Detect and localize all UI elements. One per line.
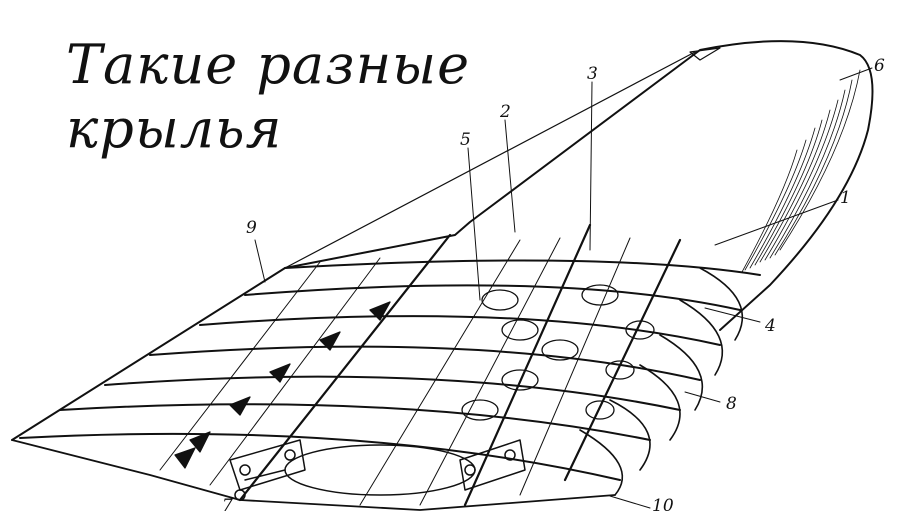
- trailing-edge: [11, 439, 616, 511]
- callout-leaders: [254, 67, 873, 509]
- callout-1: 1: [840, 188, 851, 208]
- callout-8: 8: [726, 394, 737, 414]
- wing-skin-outline: [11, 40, 874, 441]
- callout-4: 4: [765, 316, 776, 336]
- root-fittings: [229, 439, 526, 501]
- stringers: [159, 237, 631, 506]
- leading-edge-line: [284, 51, 696, 269]
- ribs: [19, 259, 761, 481]
- callout-3: 3: [587, 64, 598, 84]
- callout-9: 9: [246, 218, 257, 238]
- lightening-holes: [461, 284, 655, 421]
- callout-2: 2: [500, 102, 511, 122]
- nose-ribs: [579, 267, 744, 496]
- callout-7: 7: [222, 496, 233, 516]
- callout-5: 5: [460, 130, 471, 150]
- wing-tip-hatching: [741, 69, 861, 273]
- triangular-cutouts: [174, 301, 391, 469]
- callout-10: 10: [652, 496, 674, 516]
- aileron-line: [689, 47, 721, 61]
- callout-6: 6: [874, 56, 885, 76]
- spars: [238, 223, 682, 507]
- page-title-line-1: Такие разные: [66, 33, 471, 96]
- page-title-line-2: крылья: [66, 97, 283, 160]
